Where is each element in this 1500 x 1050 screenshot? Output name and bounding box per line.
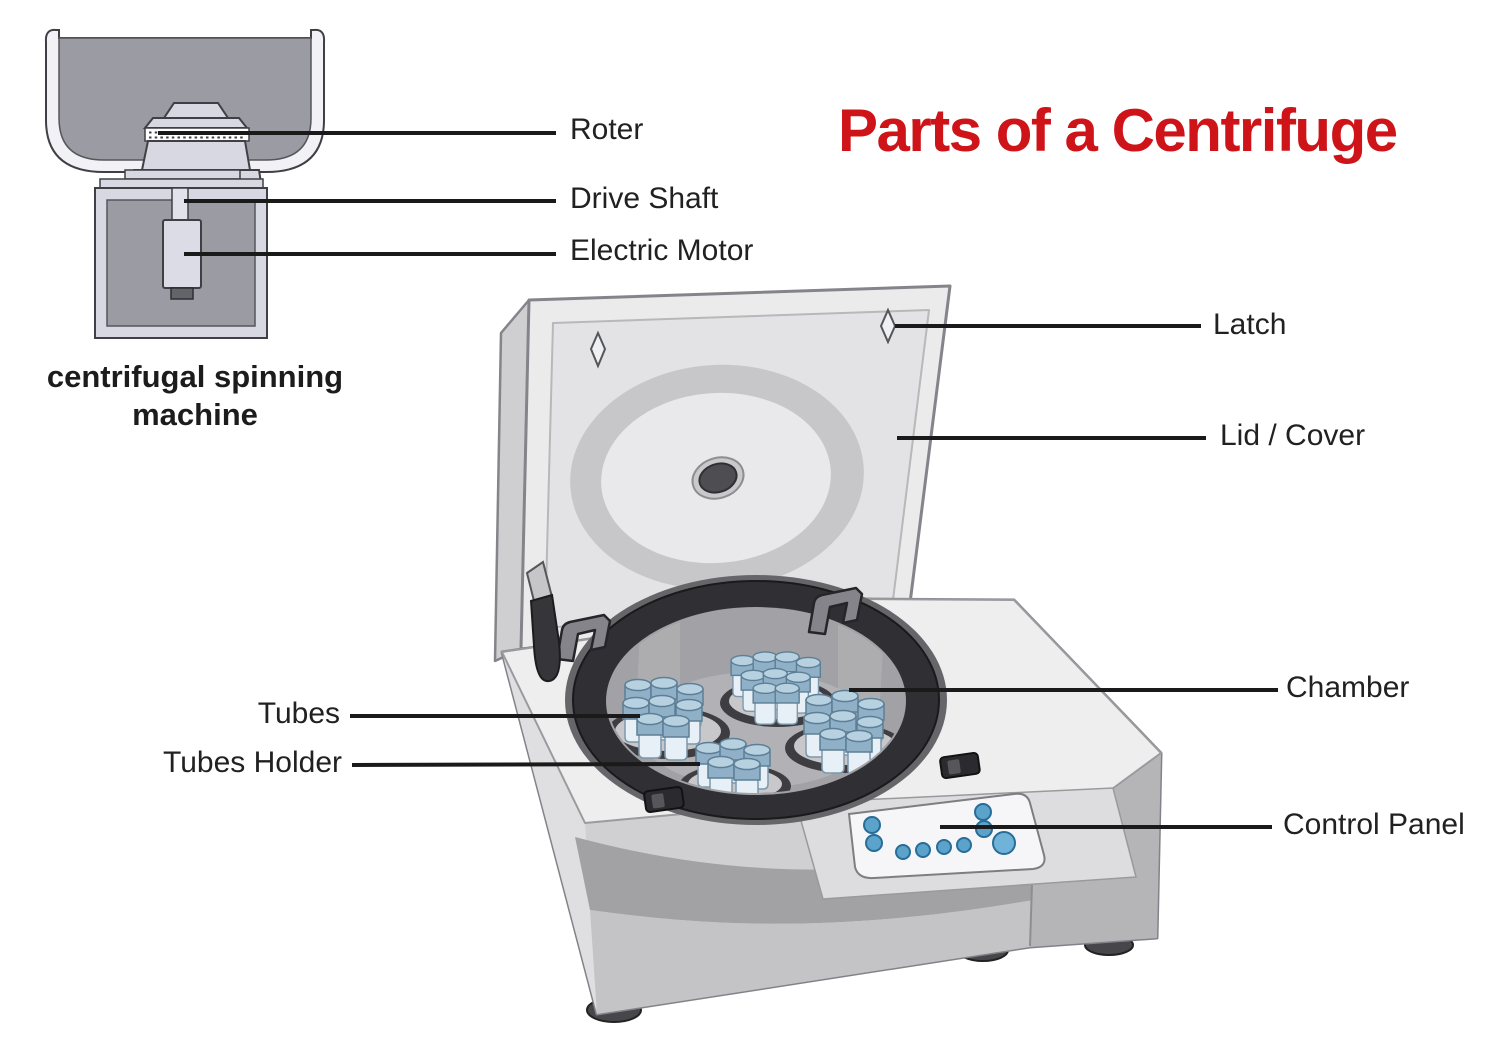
hinge-right — [807, 586, 864, 636]
label-tubes-holder: Tubes Holder — [163, 746, 342, 779]
label-roter: Roter — [570, 113, 644, 146]
label-drive-shaft: Drive Shaft — [570, 182, 719, 215]
latch-pin-left — [589, 330, 607, 369]
body-swoosh-band — [575, 837, 1033, 924]
label-latch: Latch — [1213, 308, 1287, 341]
deck-clamp-right — [939, 751, 981, 780]
leader-lines — [158, 131, 1278, 829]
schematic-plate-lower — [99, 178, 264, 189]
schematic-drive-shaft — [171, 187, 189, 225]
hinge-left — [555, 613, 612, 663]
label-electric-motor: Electric Motor — [570, 234, 754, 267]
lid-cover — [493, 284, 952, 663]
control-panel-buttons[interactable] — [863, 803, 1016, 860]
body-left-face — [502, 652, 597, 1014]
schematic-motor-tip — [170, 287, 194, 300]
label-lid-cover: Lid / Cover — [1220, 419, 1366, 452]
lid-center-cap — [698, 462, 738, 494]
deck-clamp-left — [643, 785, 685, 814]
leader-line-tubes-holder — [351, 762, 701, 767]
body-lower-front — [590, 900, 1033, 1014]
control-panel — [847, 792, 1046, 880]
body-front-crease — [1029, 883, 1033, 947]
page-title: Parts of a Centrifuge — [838, 97, 1398, 164]
schematic-spinning-machine — [44, 28, 326, 339]
schematic-caption: centrifugal spinning machine — [46, 359, 344, 432]
label-control-panel: Control Panel — [1283, 808, 1465, 841]
schematic-plate-upper — [124, 169, 241, 180]
chamber — [565, 575, 947, 825]
lid-hinges — [525, 560, 864, 683]
handle-grip — [529, 593, 561, 683]
label-tubes: Tubes — [257, 697, 340, 730]
label-chamber: Chamber — [1286, 671, 1410, 704]
latch-pin-right — [879, 307, 897, 345]
